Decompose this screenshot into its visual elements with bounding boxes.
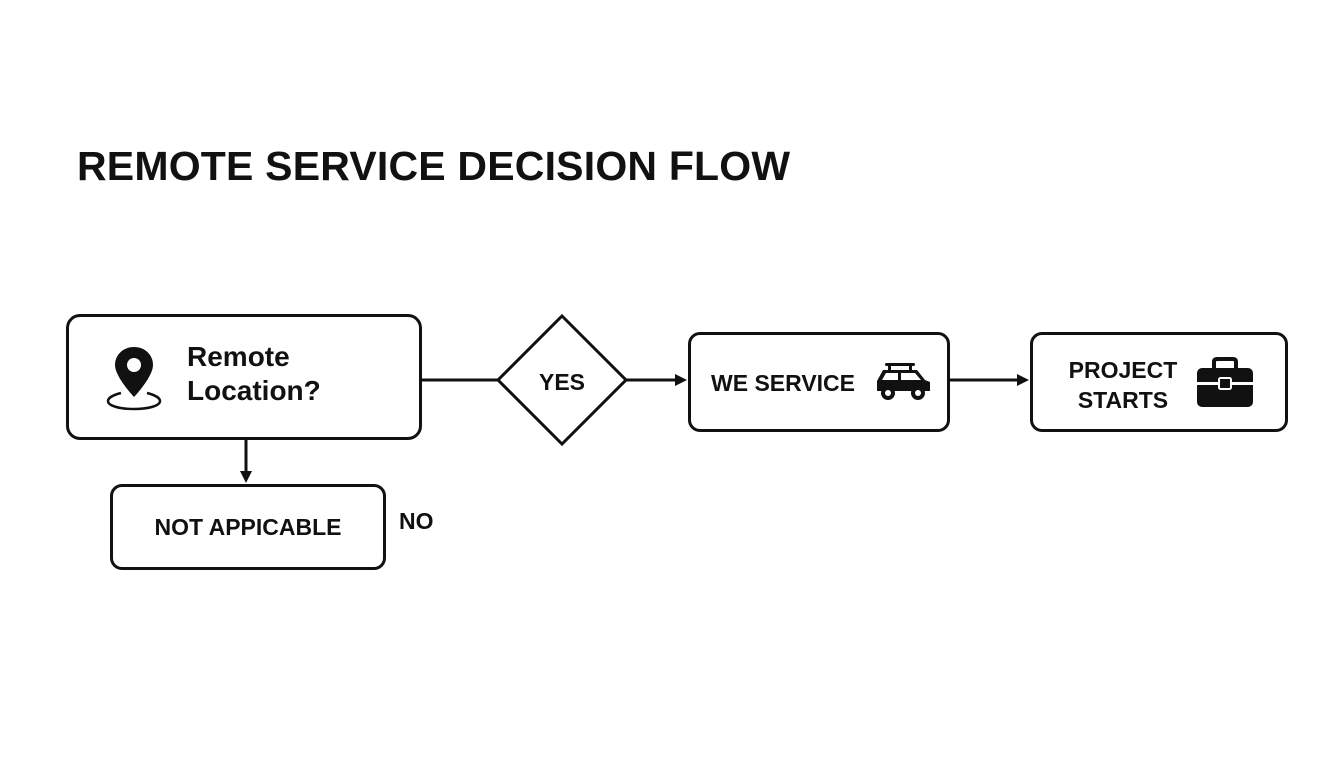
- remote-location-line1: Remote: [187, 341, 290, 372]
- project-starts-label: PROJECT STARTS: [1063, 355, 1183, 415]
- project-starts-line1: PROJECT: [1068, 357, 1178, 383]
- no-branch-label: NO: [399, 508, 434, 534]
- remote-location-line2: Location?: [187, 375, 321, 406]
- project-starts-node: PROJECT STARTS: [1030, 332, 1288, 432]
- we-service-label: WE SERVICE: [711, 370, 855, 396]
- car-icon: [877, 363, 930, 400]
- not-applicable-node: NOT APPICABLE: [110, 484, 386, 570]
- map-pin-icon: [106, 347, 162, 411]
- briefcase-icon: [1197, 357, 1253, 407]
- not-applicable-label: NOT APPICABLE: [154, 513, 342, 540]
- page-title: REMOTE SERVICE DECISION FLOW: [77, 143, 791, 189]
- project-starts-line2: STARTS: [1077, 387, 1169, 413]
- we-service-node: WE SERVICE: [688, 332, 950, 432]
- remote-location-node: Remote Location?: [66, 314, 422, 440]
- decision-label: YES: [538, 369, 586, 395]
- remote-location-label: Remote Location?: [187, 340, 321, 408]
- decision-diamond: [495, 313, 629, 447]
